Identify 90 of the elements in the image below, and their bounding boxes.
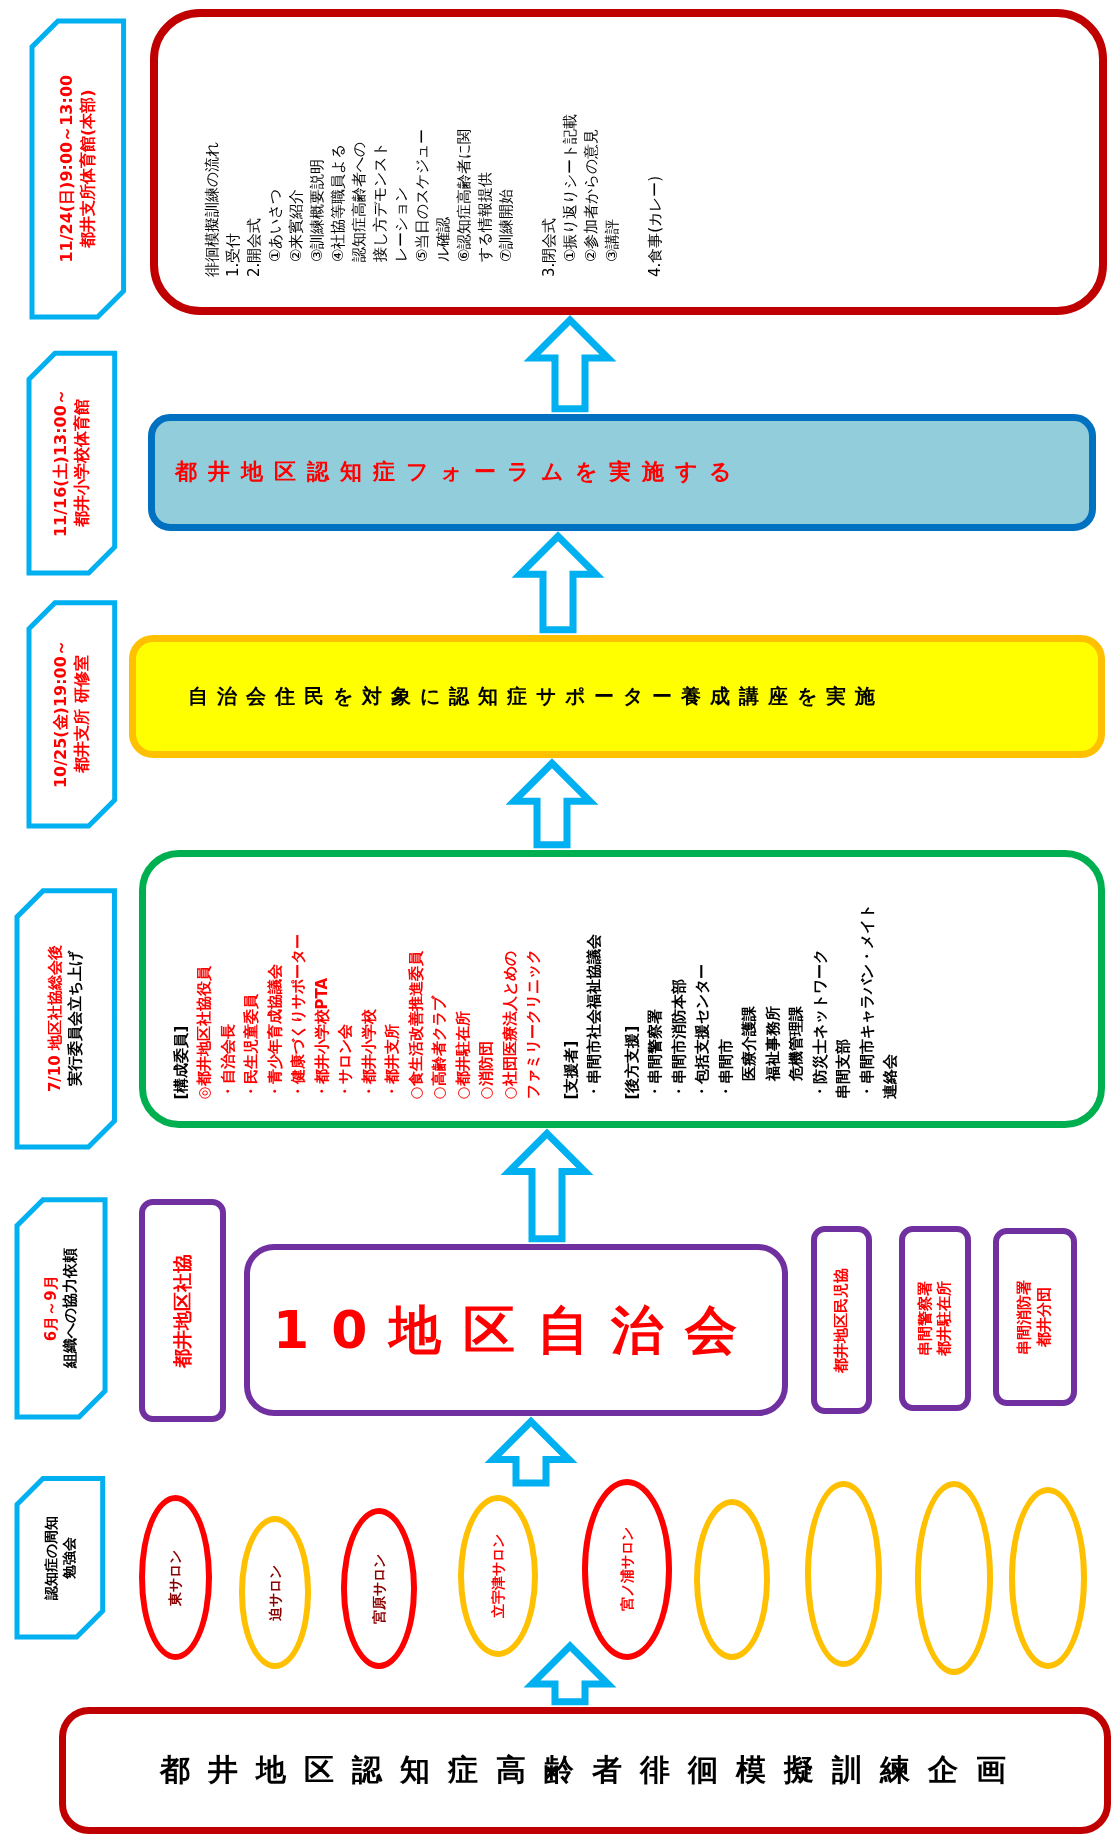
salon-text: 立宇津サロン [489, 1534, 508, 1619]
date-text: 都井支所体育館(本部) [78, 89, 99, 248]
list-text: ・自治会長 [217, 1023, 238, 1100]
list-text: ・串間警察署 [645, 1008, 666, 1100]
action-box [129, 634, 1105, 759]
date-tag [14, 1196, 109, 1420]
list-text: [後方支援] [621, 1024, 642, 1100]
organization-text: 都井地区社協 [169, 1253, 194, 1368]
list-text: ⑥認知症高齢者に関する情報提供 [454, 127, 496, 263]
action-box [148, 413, 1096, 532]
organization-box [138, 1199, 226, 1423]
date-text: 都井支所 研修室 [71, 655, 92, 773]
date-text: 実行委員会立ち上げ [65, 951, 85, 1087]
list-text: ③訓練概要説明 [307, 157, 328, 263]
date-text: 11/16(土)13:00～ [50, 389, 71, 538]
list-text: ○高齢者クラブ [429, 994, 450, 1100]
date-text: 組織への協力依頼 [61, 1248, 81, 1369]
list-text: ①あいさつ [265, 187, 286, 263]
list-text: ・都井小学校PTA [311, 976, 332, 1100]
list-text: ③講評 [602, 217, 623, 263]
list-text: [支援者] [560, 1039, 581, 1100]
list-text: 徘徊模擬訓練の流れ [202, 141, 223, 278]
block-arrow [511, 531, 605, 634]
date-text: 認知症の周知勉強会 [41, 1514, 78, 1602]
date-tag [25, 350, 118, 576]
list-text: ①振り返りシート記載 [560, 112, 581, 263]
title-text: 都井地区認知症高齢者徘徊模擬訓練企画 [159, 1752, 1024, 1789]
list-text: ④社協等職員よる認知症高齢者への接し方デモンストレーション [328, 141, 412, 263]
date-tag [29, 17, 127, 320]
block-arrow [484, 1416, 578, 1487]
list-text: 福祉事務所 [762, 1005, 783, 1082]
list-text: 4.食事(カレー) [645, 175, 666, 278]
organization-box [811, 1226, 873, 1415]
list-text: 危機管理課 [786, 1005, 807, 1082]
date-text: 10/25(金)19:00～ [50, 640, 71, 789]
action-text: 自治会住民を対象に認知症サポーター養成講座を実施 [188, 684, 885, 709]
organization-text: 都井駐在所 [935, 1280, 955, 1356]
list-text: ・サロン会 [335, 1023, 356, 1100]
list-text: ②来賓紹介 [286, 187, 307, 263]
salon-text: 宮ノ浦サロン [618, 1527, 636, 1612]
organization-text: 都井地区民児協 [831, 1267, 851, 1373]
block-arrow [500, 1128, 594, 1243]
date-text: 都井小学校体育館 [71, 399, 92, 528]
list-text: 医療介護課 [739, 1005, 760, 1082]
block-arrow [523, 1641, 617, 1706]
organization-text: 串間警察署 [915, 1280, 935, 1356]
list-text: ・青少年育成協議会 [264, 963, 285, 1100]
action-text: 都井地区認知症フォーラムを実施する [175, 459, 744, 486]
content-box [150, 9, 1108, 316]
date-tag [14, 887, 118, 1150]
list-text: ②参加者からの意見 [581, 127, 602, 263]
salon-text: 東サロン [166, 1549, 185, 1606]
list-text: ⑦訓練開始 [496, 187, 517, 263]
list-text: ○都井駐在所 [452, 1010, 473, 1100]
list-text: ○社団医療法人とめのファミリークリニック [499, 948, 544, 1100]
list-text: ・都井小学校 [358, 1008, 379, 1100]
content-box [138, 849, 1105, 1129]
date-text: 11/24(日)9:00～13:00 [57, 74, 78, 263]
organization-box [993, 1228, 1077, 1406]
list-text: ・串間市消防本部 [668, 978, 689, 1100]
list-text: ⑤当日のスケジュール確認 [412, 127, 454, 263]
list-text: ・健康づくりサポーター [288, 933, 309, 1100]
list-text: ・串間市 [715, 1038, 736, 1100]
list-text: [構成委員] [170, 1024, 191, 1100]
salon-text: 迫サロン [265, 1564, 284, 1621]
organization-text: 串間消防署 [1015, 1279, 1035, 1355]
organization-text: 都井分団 [1035, 1287, 1054, 1348]
list-text: ・包括支援センター [692, 963, 713, 1100]
organization-text: 10地区自治会 [272, 1298, 760, 1362]
salon-text: 宮原サロン [369, 1553, 388, 1624]
list-text: ・串間市社会福祉協議会 [584, 933, 605, 1100]
date-text: 7/10 地区社協総会後 [46, 945, 66, 1093]
date-tag [14, 1475, 106, 1640]
list-text: ・都井支所 [382, 1023, 403, 1100]
list-text: ・串間市キャラバン・メイト連絡会 [856, 903, 901, 1100]
block-arrow [505, 758, 599, 849]
list-text: 2.開会式 [244, 216, 265, 278]
title-box [58, 1706, 1111, 1834]
list-text: ○消防団 [476, 1040, 497, 1100]
date-tag [25, 599, 118, 829]
list-text: ・防災士ネットワーク串間支部 [809, 948, 854, 1100]
list-text: ・民生児童委員 [241, 993, 262, 1100]
organization-box [244, 1243, 788, 1417]
list-text: 1.受付 [223, 231, 244, 278]
block-arrow [523, 315, 617, 413]
list-text: ○食生活改善推進委員 [405, 950, 426, 1100]
list-text: ◎都井地区社協役員 [194, 965, 215, 1100]
date-text: 6月～9月 [41, 1275, 61, 1342]
list-text: 3.閉会式 [539, 216, 560, 278]
organization-box [899, 1226, 971, 1411]
